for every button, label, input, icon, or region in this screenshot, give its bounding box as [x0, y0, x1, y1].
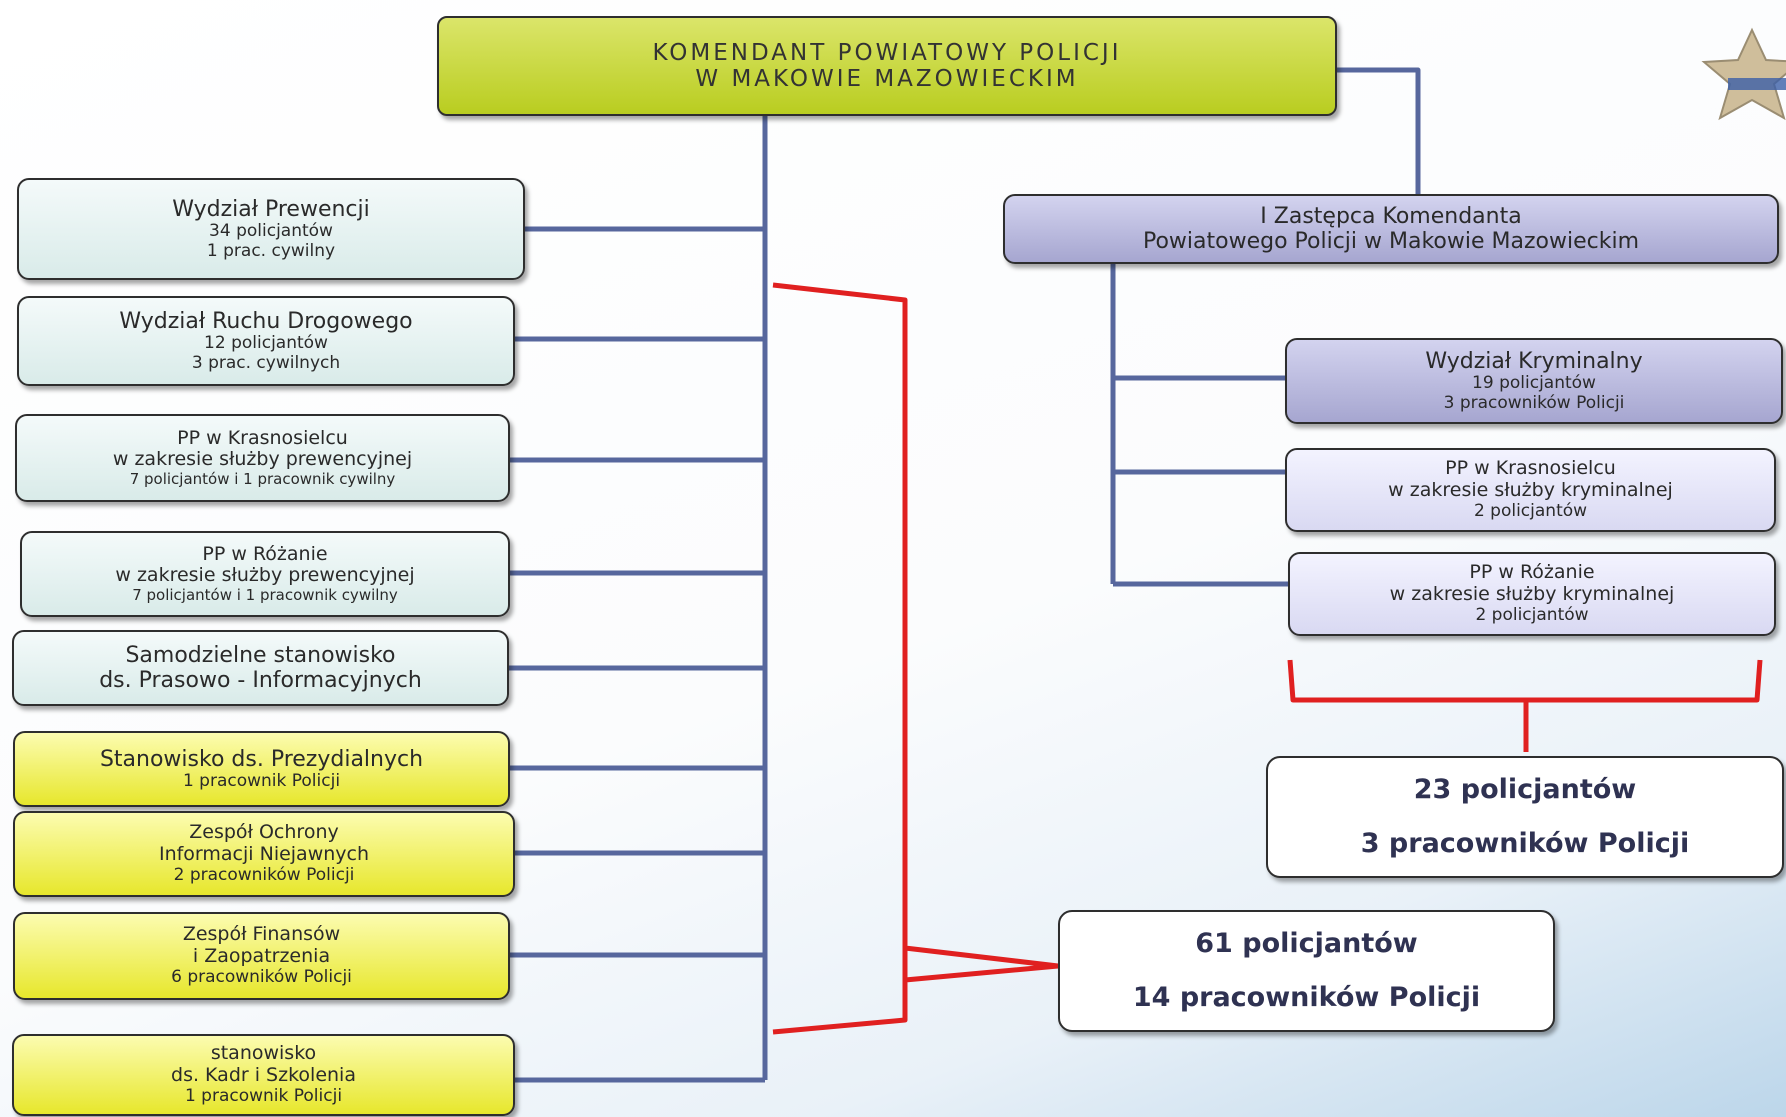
unit-name-line-1: Zespół Finansów [182, 923, 341, 946]
unit-stanowisko-prezydialne: Stanowisko ds. Prezydialnych 1 pracownik… [13, 731, 510, 807]
unit-scope: w zakresie służby kryminalnej [1388, 479, 1673, 502]
unit-stanowisko-prasowe: Samodzielne stanowisko ds. Prasowo - Inf… [12, 630, 509, 706]
unit-staff: 2 policjantów [1473, 501, 1588, 522]
unit-staff: 7 policjantów i 1 pracownik cywilny [132, 586, 398, 605]
unit-staff-civilians: 3 pracowników Policji [1443, 392, 1625, 413]
unit-staff-officers: 19 policjantów [1472, 373, 1596, 394]
deputy-commander-box: I Zastępca Komendanta Powiatowego Policj… [1003, 194, 1779, 264]
unit-name-line-2: ds. Prasowo - Informacyjnych [99, 668, 422, 693]
unit-stanowisko-kadr: stanowisko ds. Kadr i Szkolenia 1 pracow… [12, 1034, 515, 1116]
blue-connectors [509, 67, 1421, 1083]
right-brace [1287, 659, 1763, 752]
unit-name: Stanowisko ds. Prezydialnych [99, 746, 424, 772]
unit-staff: 1 pracownik Policji [184, 1086, 343, 1107]
unit-staff-officers: 12 policjantów [204, 333, 328, 354]
unit-name: PP w Różanie [202, 542, 328, 565]
deputy-title-line-1: I Zastępca Komendanta [1260, 203, 1522, 229]
commander-title-line-2: W MAKOWIE MAZOWIECKIM [695, 66, 1079, 92]
left-total-box: 61 policjantów 14 pracowników Policji [1058, 910, 1555, 1032]
unit-wydzial-prewencji: Wydział Prewencji 34 policjantów 1 prac.… [17, 178, 525, 280]
unit-staff: 1 pracownik Policji [182, 770, 341, 791]
unit-pp-krasnosielc-prewencja: PP w Krasnosielcu w zakresie służby prew… [15, 414, 510, 502]
deputy-link-line [1337, 67, 1421, 194]
unit-staff: 6 pracowników Policji [171, 967, 352, 988]
unit-pp-krasnosielc-kryminalna: PP w Krasnosielcu w zakresie służby krym… [1285, 448, 1776, 532]
right-total-officers: 23 policjantów [1413, 774, 1637, 805]
unit-name-line-2: i Zaopatrzenia [192, 945, 331, 968]
red-braces [772, 282, 1763, 1035]
left-brace [772, 282, 1059, 1035]
right-total-box: 23 policjantów 3 pracowników Policji [1266, 756, 1784, 878]
left-total-employees: 14 pracowników Policji [1132, 982, 1481, 1013]
police-star-emblem [1692, 20, 1786, 170]
unit-wydzial-ruchu-drogowego: Wydział Ruchu Drogowego 12 policjantów 3… [17, 296, 515, 386]
unit-name: Wydział Ruchu Drogowego [119, 308, 413, 334]
unit-scope: w zakresie służby prewencyjnej [112, 448, 413, 471]
unit-name: Wydział Kryminalny [1425, 348, 1643, 374]
unit-staff: 2 pracowników Policji [173, 865, 355, 886]
unit-zespol-ochrony-informacji: Zespół Ochrony Informacji Niejawnych 2 p… [13, 811, 515, 897]
unit-name-line-1: Zespół Ochrony [189, 821, 339, 844]
unit-staff-officers: 34 policjantów [209, 221, 333, 242]
unit-staff-civilians: 3 prac. cywilnych [191, 352, 341, 373]
commander-box: KOMENDANT POWIATOWY POLICJI W MAKOWIE MA… [437, 16, 1337, 116]
unit-name: PP w Krasnosielcu [177, 426, 348, 449]
unit-pp-rozan-kryminalna: PP w Różanie w zakresie służby kryminaln… [1288, 552, 1776, 636]
unit-scope: w zakresie służby prewencyjnej [115, 564, 415, 587]
unit-name-line-1: Samodzielne stanowisko [125, 642, 396, 668]
unit-staff-civilians: 1 prac. cywilny [206, 240, 336, 261]
unit-pp-rozan-prewencja: PP w Różanie w zakresie służby prewencyj… [20, 531, 510, 617]
unit-name-line-2: ds. Kadr i Szkolenia [171, 1064, 356, 1087]
commander-title-line-1: KOMENDANT POWIATOWY POLICJI [652, 39, 1122, 66]
unit-name-line-2: Informacji Niejawnych [158, 843, 370, 866]
unit-wydzial-kryminalny: Wydział Kryminalny 19 policjantów 3 prac… [1285, 338, 1783, 424]
unit-zespol-finansow: Zespół Finansów i Zaopatrzenia 6 pracown… [13, 912, 510, 1000]
unit-name: Wydział Prewencji [172, 196, 370, 222]
left-total-officers: 61 policjantów [1195, 928, 1418, 959]
unit-name: PP w Różanie [1469, 561, 1595, 584]
unit-name-line-1: stanowisko [210, 1042, 317, 1065]
unit-name: PP w Krasnosielcu [1445, 457, 1616, 480]
deputy-title-line-2: Powiatowego Policji w Makowie Mazowiecki… [1142, 229, 1640, 254]
unit-staff: 7 policjantów i 1 pracownik cywilny [129, 470, 396, 489]
unit-scope: w zakresie służby kryminalnej [1389, 583, 1675, 606]
right-total-employees: 3 pracowników Policji [1360, 828, 1690, 859]
unit-staff: 2 policjantów [1475, 605, 1589, 626]
